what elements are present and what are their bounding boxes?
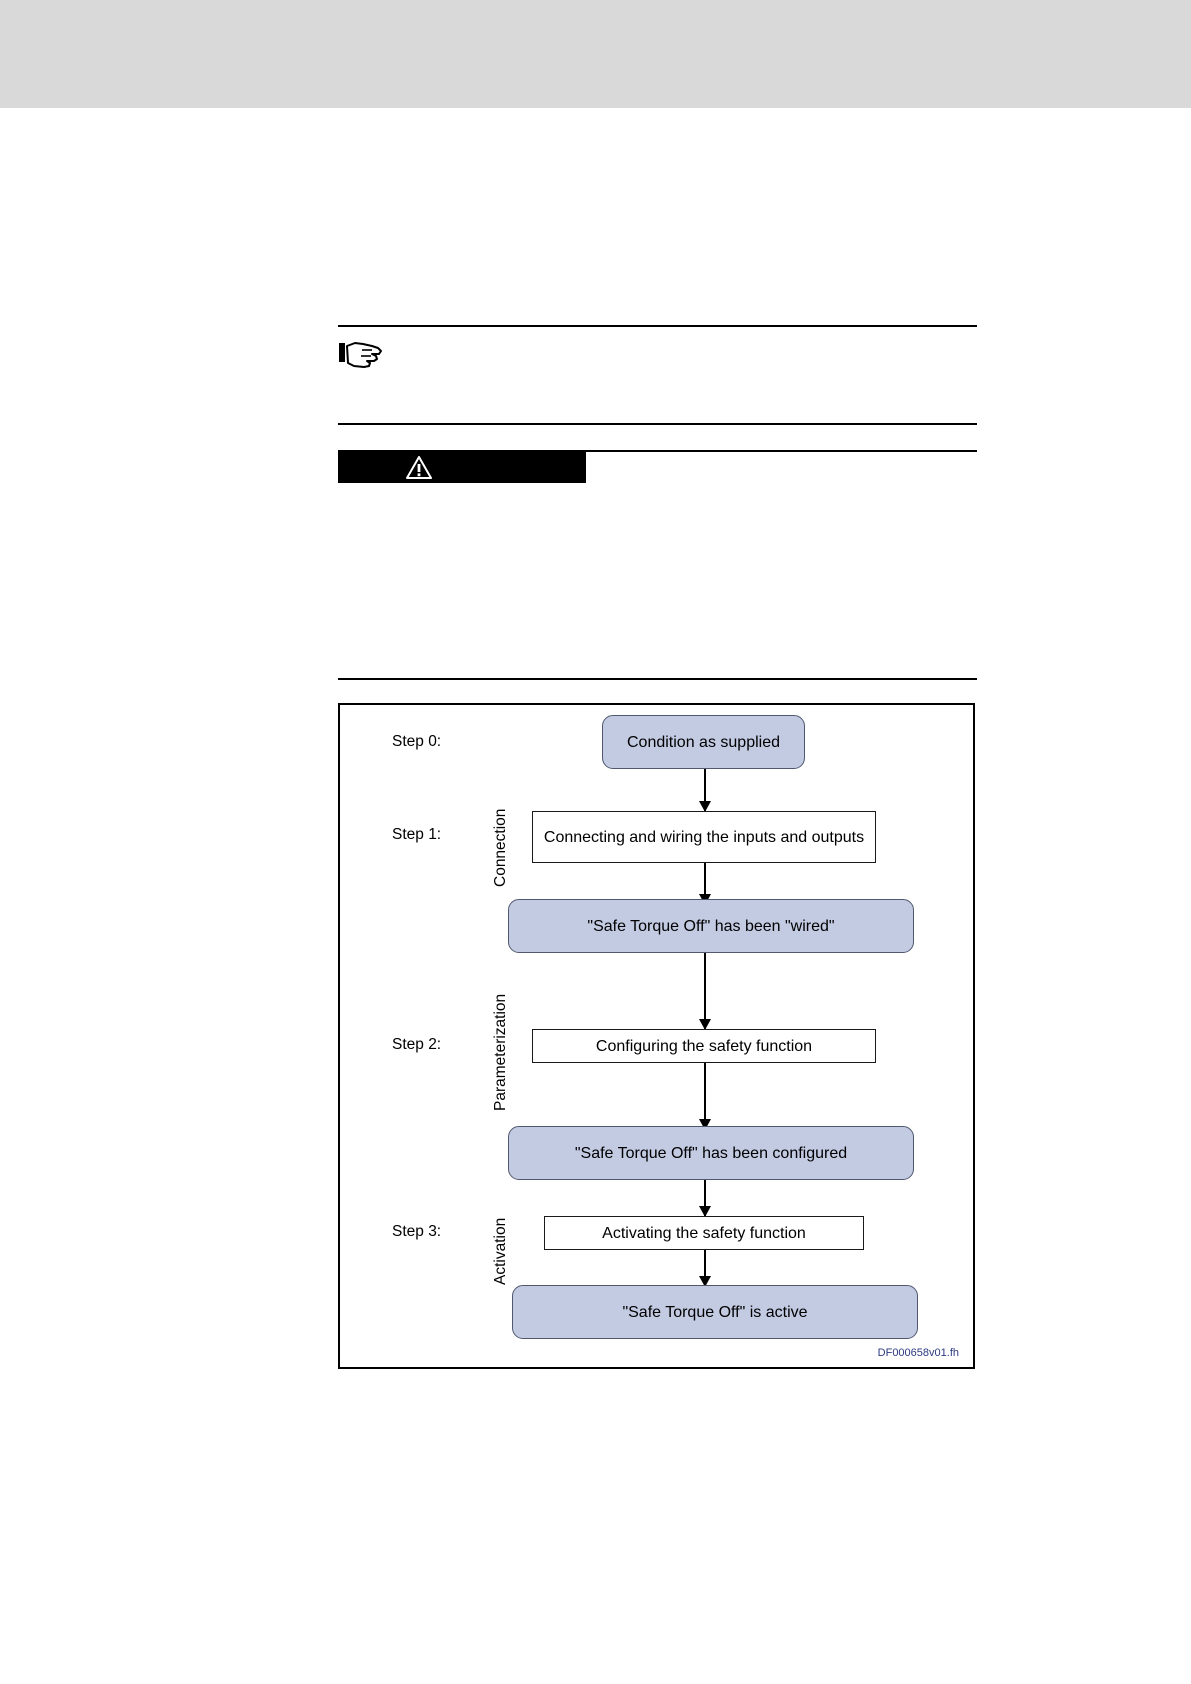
phase-label-connection: Connection [492, 808, 509, 887]
flow-arrow-5-to-6 [699, 1250, 711, 1287]
flow-node-sto-has-been-wired: "Safe Torque Off" has been "wired" [508, 899, 914, 953]
warning-bar [338, 452, 586, 483]
flow-node-connecting-and-wiring: Connecting and wiring the inputs and out… [532, 811, 876, 863]
flow-node-sto-has-been-configured: "Safe Torque Off" has been configured [508, 1126, 914, 1180]
page-header-band [0, 0, 1191, 108]
phase-label-activation: Activation [492, 1217, 509, 1285]
pointing-hand-icon [338, 337, 384, 371]
flow-node-condition-as-supplied: Condition as supplied [602, 715, 805, 769]
flow-node-label: "Safe Torque Off" has been configured [574, 1144, 848, 1162]
note-body [338, 327, 977, 422]
flow-arrow-4-to-5 [699, 1180, 711, 1217]
warning-triangle-icon [406, 456, 432, 479]
phase-label-parameterization: Parameterization [492, 993, 509, 1111]
note-top-rule [338, 325, 977, 327]
flow-node-label: Connecting and wiring the inputs and out… [543, 828, 865, 846]
note-bottom-rule [338, 423, 977, 425]
flow-arrow-2-to-3 [699, 953, 711, 1030]
flow-arrow-3-to-4 [699, 1063, 711, 1130]
figure-id-caption: DF000658v01.fh [877, 1347, 959, 1359]
flow-arrow-1-to-2 [699, 863, 711, 905]
flow-node-label: Configuring the safety function [595, 1037, 813, 1055]
flow-node-label: Activating the safety function [602, 1224, 806, 1242]
step-label-0: Step 0: [392, 733, 442, 750]
flow-node-activating-safety-function: Activating the safety function [544, 1216, 864, 1250]
flow-node-label: Condition as supplied [627, 733, 780, 751]
figure-top-rule [338, 678, 977, 680]
safe-torque-off-flowchart: Step 0: Step 1: Step 2: Step 3: Connecti… [338, 703, 975, 1369]
step-label-1: Step 1: [392, 826, 442, 843]
flow-node-sto-is-active: "Safe Torque Off" is active [512, 1285, 918, 1339]
flow-arrow-0-to-1 [699, 769, 711, 812]
flow-node-label: "Safe Torque Off" has been "wired" [587, 917, 835, 935]
step-label-2: Step 2: [392, 1036, 442, 1053]
note-block [338, 325, 977, 422]
flow-node-configuring-safety-function: Configuring the safety function [532, 1029, 876, 1063]
warning-top-rule [338, 450, 977, 452]
flow-node-label: "Safe Torque Off" is active [622, 1303, 808, 1321]
step-label-3: Step 3: [392, 1223, 442, 1240]
